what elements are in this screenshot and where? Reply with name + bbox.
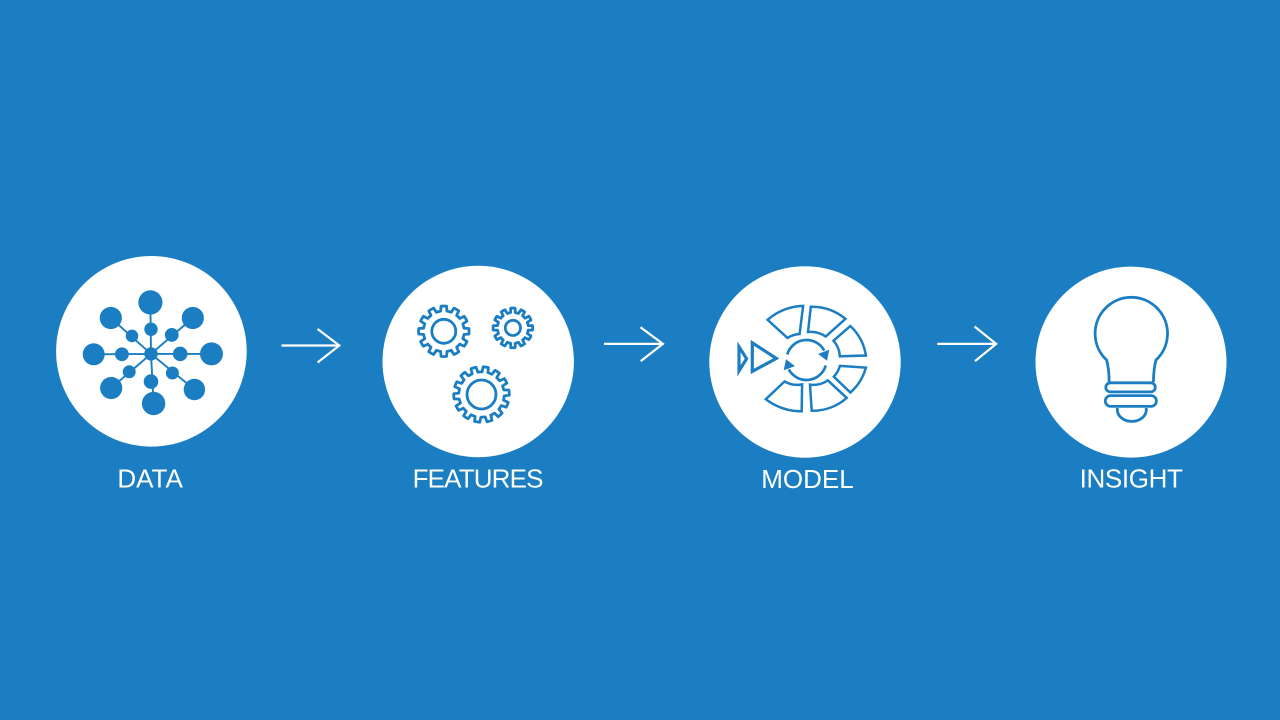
svg-text:MODEL: MODEL [761, 464, 853, 494]
svg-text:INSIGHT: INSIGHT [1080, 464, 1183, 494]
svg-text:FEATURES: FEATURES [413, 463, 543, 493]
svg-text:DATA: DATA [117, 463, 183, 493]
